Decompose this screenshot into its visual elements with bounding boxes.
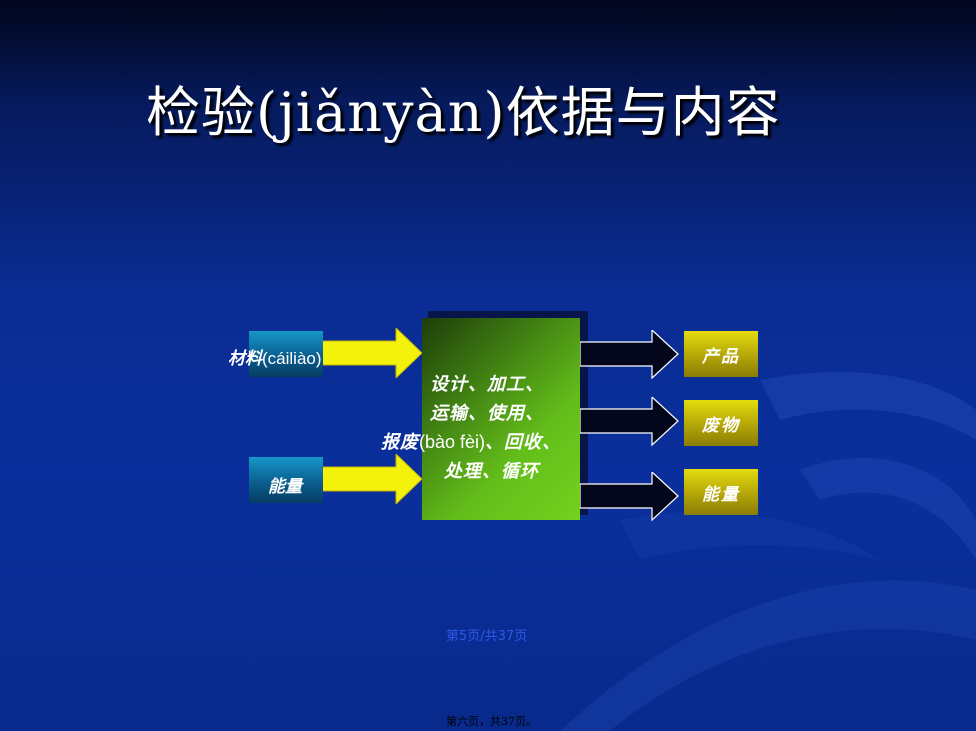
- input-label-material-text: 材料: [228, 349, 262, 369]
- input-arrow-material: [318, 328, 423, 378]
- slide-title: 检验(jiǎnyàn)依据与内容: [146, 81, 781, 144]
- page-note: 第六页，共37页。: [446, 715, 537, 728]
- process-line-3: 报废(bào fèi)、回收、: [381, 428, 561, 454]
- output-arrow-energy: [580, 472, 679, 522]
- input-label-material: 材料(cáiliào): [228, 344, 322, 369]
- input-label-energy: 能量: [268, 477, 302, 497]
- process-box: [422, 318, 580, 520]
- process-line-4: 处理、循环: [444, 461, 539, 482]
- input-box-energy: [249, 457, 323, 503]
- output-box-energy: 能量: [684, 469, 758, 515]
- process-line-3-pinyin: (bào fèi): [419, 432, 486, 452]
- output-arrow-waste: [580, 397, 679, 447]
- input-arrow-energy: [318, 454, 423, 504]
- page-indicator-link[interactable]: 第5页/共37页: [446, 629, 528, 644]
- process-line-1: 设计、加工、: [430, 374, 544, 395]
- process-line-3-prefix: 报废: [381, 432, 419, 453]
- output-box-product: 产品: [684, 331, 758, 377]
- process-line-2: 运输、使用、: [430, 403, 544, 424]
- output-box-waste: 废物: [684, 400, 758, 446]
- input-box-material: [249, 331, 323, 377]
- output-arrow-product: [580, 330, 679, 380]
- process-line-3-suffix: 、回收、: [485, 432, 562, 453]
- input-label-material-pinyin: (cáiliào): [262, 349, 322, 368]
